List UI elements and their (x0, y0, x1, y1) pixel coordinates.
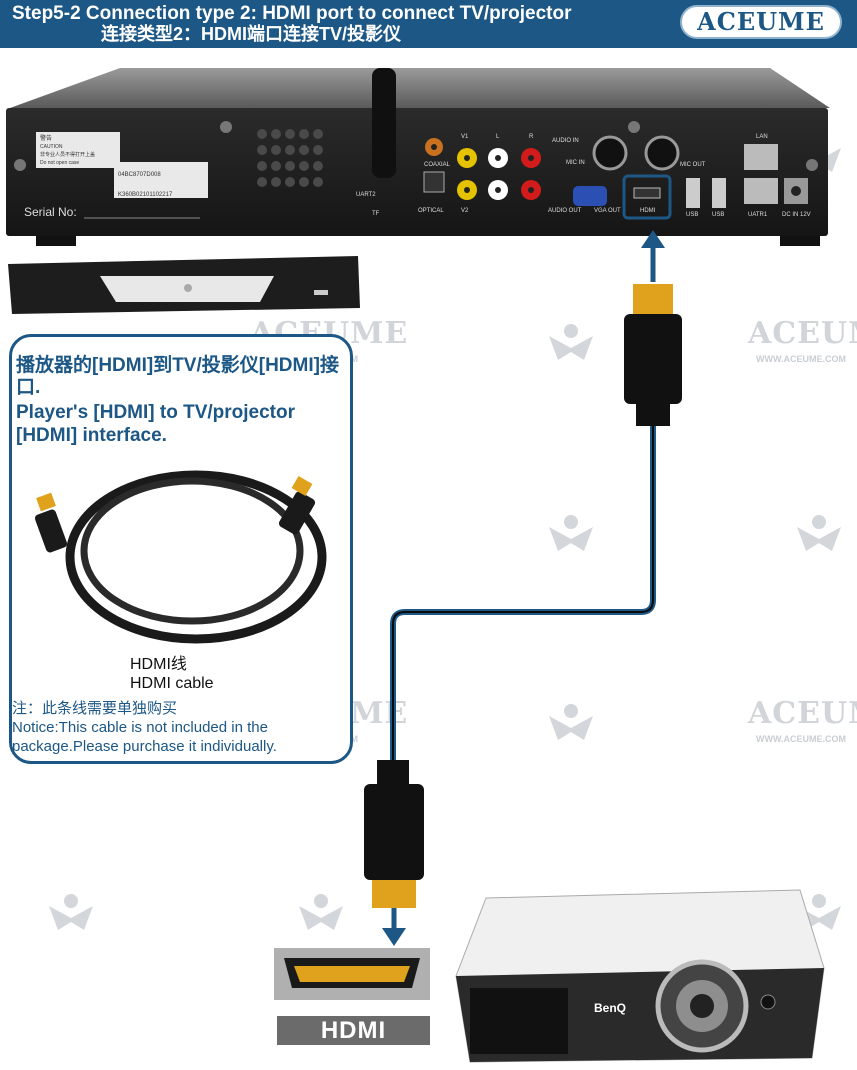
hdmi-plug-bottom (364, 784, 424, 880)
cable-label-en: HDMI cable (130, 675, 214, 692)
caution-en: CAUTION (40, 144, 63, 150)
port-label-lan: LAN (756, 134, 768, 140)
barcode-top: 04BC8707D008 (118, 172, 161, 178)
watermark-figure-icon (549, 704, 593, 740)
port-label-coaxial: COAXIAL (424, 162, 451, 168)
brand-logo: ACEUME (680, 5, 842, 39)
hdmi-port-label: HDMI (277, 1016, 430, 1045)
port-label-audio-out: AUDIO OUT (548, 208, 582, 214)
notice-zh: 注：此条线需要单独购买 (12, 700, 178, 717)
watermark: ACEUME (748, 696, 857, 731)
page-title: Step5-2 Connection type 2: HDMI port to … (12, 3, 572, 45)
watermark-url: WWW.ACEUME.COM (756, 354, 846, 364)
title-en: Step5-2 Connection type 2: HDMI port to … (12, 3, 572, 24)
port-label-usb: USB (712, 212, 724, 218)
port-label-uatr1: UATR1 (748, 212, 768, 218)
port-label-uart2: UART2 (356, 192, 376, 198)
caution-open: Do not open case (40, 160, 79, 166)
player-front-view (8, 256, 360, 314)
info-box-heading-zh: 播放器的[HDMI]到TV/投影仪[HDMI]接口. (16, 355, 339, 398)
port-label-usb: USB (686, 212, 698, 218)
hdmi-connector-top (633, 284, 673, 314)
port-label-tf: TF (372, 211, 380, 217)
arrow-down-icon (382, 928, 406, 946)
port-label-mic-in: MIC IN (566, 160, 585, 166)
port-label-audio-in: AUDIO IN (552, 138, 579, 144)
port-label-dc: DC IN 12V (782, 212, 811, 218)
purchase-notice: 注：此条线需要单独购买 Notice:This cable is not inc… (12, 699, 348, 756)
notice-en: Notice:This cable is not included in the… (12, 719, 277, 755)
caution-zh: 非专业人员不得打开上盖 (40, 151, 95, 158)
info-box: 播放器的[HDMI]到TV/投影仪[HDMI]接口. Player's [HDM… (9, 334, 353, 764)
projector-brand: BenQ (594, 1001, 626, 1015)
watermark-url: WWW.ACEUME.COM (756, 734, 846, 744)
info-box-heading-en: Player's [HDMI] to TV/projector [HDMI] i… (16, 402, 296, 446)
header-bar: Step5-2 Connection type 2: HDMI port to … (0, 0, 857, 48)
watermark: ACEUME (748, 316, 857, 351)
port-label-optical: OPTICAL (418, 208, 444, 214)
port-label-r: R (529, 134, 534, 140)
cable-route (390, 426, 656, 760)
cable-label-zh: HDMI线 (130, 656, 187, 673)
caution-title: 警告 (40, 134, 52, 142)
watermark-figure-icon (299, 894, 343, 930)
watermark-figure-icon (549, 324, 593, 360)
projector-image (455, 889, 825, 1063)
title-zh: 连接类型2：HDMI端口连接TV/投影仪 (101, 24, 402, 44)
watermark-figure-icon (49, 894, 93, 930)
port-label-v1: V1 (461, 134, 469, 140)
cable-label: HDMI线 HDMI cable (130, 655, 214, 693)
player-rear-panel: 警告 CAUTION 非专业人员不得打开上盖 Do not open case … (6, 68, 830, 246)
port-label-vga-out: VGA OUT (594, 208, 621, 214)
port-label-mic-out: MIC OUT (680, 162, 706, 168)
hdmi-cable-image (34, 470, 327, 644)
barcode-bottom: K360B02101102217 (118, 192, 173, 198)
watermark-figure-icon (549, 515, 593, 551)
port-label-v2: V2 (461, 208, 469, 214)
arrow-up-icon (641, 230, 665, 248)
port-label-l: L (496, 134, 500, 140)
serial-label: Serial No: (24, 205, 77, 219)
hdmi-connector-bottom (372, 880, 416, 908)
watermark-figure-icon (797, 515, 841, 551)
hdmi-plug-top (624, 314, 682, 404)
brand-logo-text: ACEUME (697, 7, 825, 36)
port-label-hdmi: HDMI (640, 208, 656, 214)
